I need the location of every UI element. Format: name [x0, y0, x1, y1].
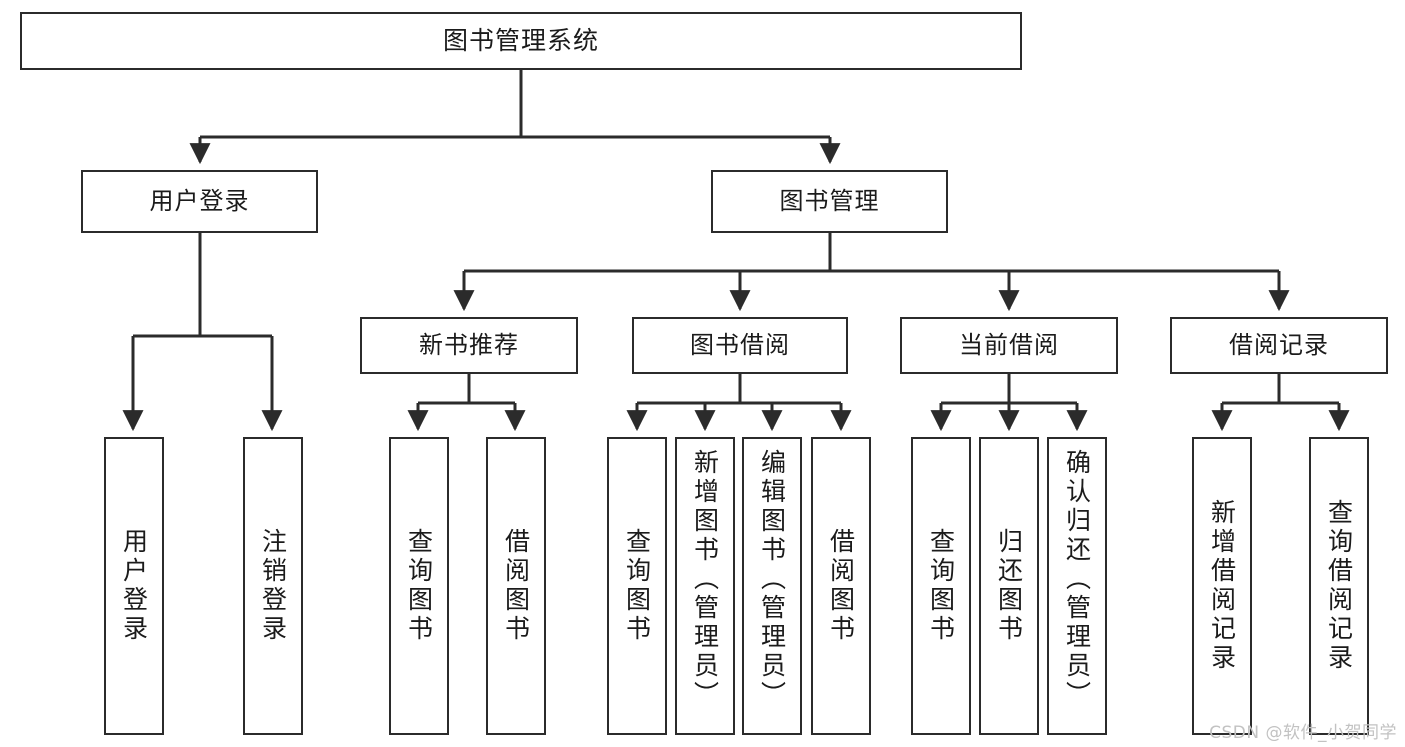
node-label: 借阅图书 [501, 528, 531, 644]
node-leaf-query-book-1[interactable]: 查询图书 [389, 437, 449, 735]
node-label: 图书管理系统 [442, 26, 599, 56]
node-label: 当前借阅 [959, 331, 1059, 360]
node-leaf-query-record[interactable]: 查询借阅记录 [1309, 437, 1369, 735]
node-label: 用户登录 [149, 187, 250, 216]
node-leaf-query-book-3[interactable]: 查询图书 [911, 437, 971, 735]
node-label: 新书推荐 [419, 331, 519, 360]
node-label: 查询图书 [404, 528, 434, 644]
node-label: 归还图书 [994, 528, 1024, 644]
node-label: 查询图书 [926, 528, 956, 644]
node-book-management[interactable]: 图书管理 [711, 170, 948, 233]
node-label: 编辑图书（管理员） [757, 449, 787, 710]
node-label: 注销登录 [258, 528, 288, 644]
csdn-watermark: CSDN @软件_小贺同学 [1209, 723, 1397, 743]
node-leaf-confirm-return[interactable]: 确认归还（管理员） [1047, 437, 1107, 735]
node-label: 借阅图书 [826, 528, 856, 644]
node-leaf-logout-login[interactable]: 注销登录 [243, 437, 303, 735]
node-title-system[interactable]: 图书管理系统 [20, 12, 1022, 70]
node-leaf-query-book-2[interactable]: 查询图书 [607, 437, 667, 735]
node-label: 图书管理 [779, 187, 880, 216]
node-label: 新增借阅记录 [1207, 499, 1237, 673]
node-label: 确认归还（管理员） [1062, 449, 1092, 710]
node-leaf-borrow-book-2[interactable]: 借阅图书 [811, 437, 871, 735]
node-leaf-add-book[interactable]: 新增图书（管理员） [675, 437, 735, 735]
node-current-borrow[interactable]: 当前借阅 [900, 317, 1118, 374]
node-label: 借阅记录 [1229, 331, 1329, 360]
node-leaf-edit-book[interactable]: 编辑图书（管理员） [742, 437, 802, 735]
node-leaf-return-book[interactable]: 归还图书 [979, 437, 1039, 735]
node-borrow-record[interactable]: 借阅记录 [1170, 317, 1388, 374]
node-label: 用户登录 [119, 528, 149, 644]
node-label: 查询借阅记录 [1324, 499, 1354, 673]
node-book-borrow[interactable]: 图书借阅 [632, 317, 848, 374]
node-leaf-user-login[interactable]: 用户登录 [104, 437, 164, 735]
node-leaf-borrow-book-1[interactable]: 借阅图书 [486, 437, 546, 735]
node-user-login[interactable]: 用户登录 [81, 170, 318, 233]
node-label: 图书借阅 [690, 331, 790, 360]
node-leaf-add-record[interactable]: 新增借阅记录 [1192, 437, 1252, 735]
node-label: 查询图书 [622, 528, 652, 644]
node-label: 新增图书（管理员） [690, 449, 720, 710]
node-new-book-recommend[interactable]: 新书推荐 [360, 317, 578, 374]
